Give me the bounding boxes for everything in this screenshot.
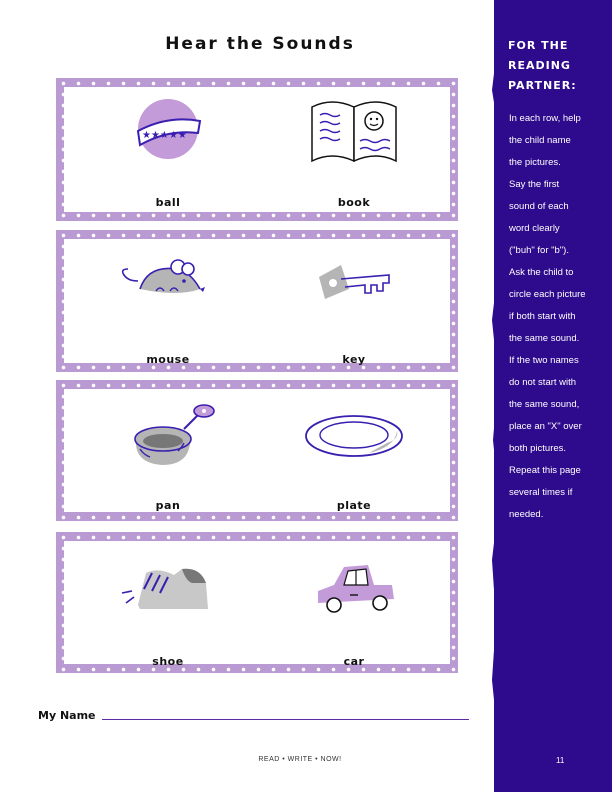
instruction-line: word clearly (509, 223, 560, 234)
instruction-line: the same sound. (509, 333, 580, 344)
instruction-line: the pictures. (509, 157, 561, 168)
instruction-line: If the two names (509, 355, 579, 366)
picture-label: pan (155, 499, 181, 512)
picture-row-1: ★★★★★ ball book (56, 78, 458, 221)
picture-label: car (343, 655, 365, 668)
instruction-line: sound of each (509, 201, 569, 212)
instruction-line: Repeat this page (509, 465, 581, 476)
picture-cell-plate[interactable]: plate (254, 411, 454, 529)
plate-icon (305, 415, 403, 457)
picture-label: mouse (146, 353, 190, 366)
pan-icon (134, 404, 215, 465)
instruction-line: ("buh" for "b"). (509, 245, 569, 256)
picture-label: shoe (152, 655, 184, 668)
svg-text:★★★★★: ★★★★★ (142, 130, 187, 141)
instruction-line: In each row, help (509, 113, 581, 124)
picture-cell-book[interactable]: book (254, 93, 454, 211)
sidebar-heading-line: PARTNER: (508, 79, 577, 92)
shoe-icon (121, 568, 208, 609)
picture-label: ball (155, 196, 181, 209)
picture-label: book (337, 196, 371, 209)
picture-row-2: mouse key (56, 230, 458, 372)
page-title: Hear the Sounds (165, 34, 355, 54)
picture-label: key (342, 353, 366, 366)
picture-label: plate (336, 499, 372, 512)
picture-row-4: shoe car (56, 532, 458, 673)
picture-cell-key[interactable]: key (254, 253, 454, 371)
instruction-line: Ask the child to (509, 267, 574, 278)
ball-icon: ★★★★★ (136, 99, 202, 159)
sidebar-heading: FOR THE READING PARTNER: (508, 36, 608, 96)
sidebar-instructions: In each row, help the child name the pic… (509, 108, 607, 526)
name-label: My Name (38, 709, 96, 722)
car-icon (318, 565, 394, 613)
key-icon (319, 265, 390, 299)
sidebar-heading-line: FOR THE (508, 39, 569, 52)
instruction-line: the child name (509, 135, 571, 146)
instruction-line: if both start with (509, 311, 576, 322)
instruction-line: needed. (509, 509, 544, 520)
reading-partner-sidebar (494, 0, 612, 792)
name-input-line[interactable] (102, 719, 469, 720)
book-icon (311, 101, 397, 163)
instruction-line: circle each picture (509, 289, 586, 300)
mouse-icon (121, 259, 205, 293)
footer-brand: READ • WRITE • NOW! (258, 756, 342, 763)
instruction-line: the same sound, (509, 399, 580, 410)
picture-cell-ball[interactable]: ★★★★★ ball (68, 93, 268, 211)
instruction-line: place an "X" over (509, 421, 582, 432)
picture-cell-pan[interactable]: pan (68, 399, 268, 517)
picture-row-3: pan plate (56, 380, 458, 521)
instruction-line: several times if (509, 487, 573, 498)
instruction-line: Say the first (509, 179, 560, 190)
sidebar-heading-line: READING (508, 59, 571, 72)
instruction-line: do not start with (509, 377, 577, 388)
picture-cell-car[interactable]: car (254, 555, 454, 673)
picture-cell-mouse[interactable]: mouse (68, 251, 268, 369)
picture-cell-shoe[interactable]: shoe (68, 553, 268, 671)
instruction-line: both pictures. (509, 443, 567, 454)
page-number: 11 (556, 756, 565, 765)
